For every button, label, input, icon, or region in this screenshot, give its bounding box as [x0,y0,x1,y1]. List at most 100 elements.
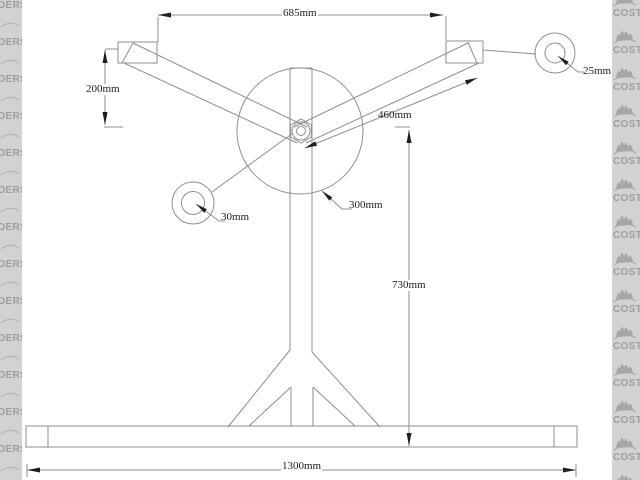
watermark-tile: COST [612,471,640,480]
watermark-logo-icon [613,326,637,340]
watermark-tile: DERS [0,408,22,445]
watermark-text-fragment: DERS [0,259,22,270]
watermark-swoosh-icon [0,244,20,250]
dimension-label-arm-length: 460mm [378,109,412,121]
left-roller-link [211,132,294,193]
watermark-tile: COST [612,101,640,138]
watermark-tile: COST [612,286,640,323]
watermark-tile: COST [612,397,640,434]
watermark-tile: COST [612,249,640,286]
dimension-label-top-width: 685mm [282,7,318,19]
watermark-tile: DERS [0,149,22,186]
watermark-text-fragment: COST [613,230,640,241]
watermark-logo-icon [613,67,637,81]
watermark-tile: COST [612,323,640,360]
watermark-text-fragment: COST [613,378,640,389]
watermark-text-fragment: COST [613,267,640,278]
watermark-swoosh-icon [0,22,20,28]
dimension-label-column-height: 730mm [391,279,427,291]
watermark-logo-icon [613,363,637,377]
watermark-text-fragment: COST [613,156,640,167]
right-roller-25mm [534,32,576,74]
right-roller-link [482,49,537,55]
right-arm-end-plate [445,40,484,64]
dimension-arrows [27,12,576,473]
watermark-tile: COST [612,0,640,27]
watermark-text-fragment: DERS [0,296,22,307]
watermark-text-fragment: COST [613,415,640,426]
watermark-text-fragment: DERS [0,148,22,159]
watermark-text-fragment: COST [613,8,640,19]
watermark-text-fragment: COST [613,304,640,315]
left-roller-30mm [171,181,215,225]
watermark-text-fragment: DERS [0,0,22,11]
structure-lines [25,32,578,448]
watermark-tile: DERS [0,371,22,408]
watermark-logo-icon [613,30,637,44]
watermark-text-fragment: COST [613,341,640,352]
leader-300mm [321,190,352,210]
watermark-logo-icon [613,252,637,266]
watermark-tile: DERS [0,260,22,297]
watermark-tile: COST [612,27,640,64]
watermark-text-fragment: DERS [0,74,22,85]
watermark-swoosh-icon [0,170,20,176]
watermark-logo-icon [617,475,632,480]
hub-hex-boss [290,118,312,144]
watermark-text-fragment: DERS [0,222,22,233]
watermark-tile: COST [612,434,640,471]
watermark-text-fragment: COST [613,82,640,93]
dimension-label-base-width: 1300mm [281,460,323,472]
watermark-swoosh-icon [0,429,20,435]
watermark-logo-icon [613,178,637,192]
watermark-text-fragment: DERS [0,185,22,196]
dimension-label-left-roller: 30mm [221,211,250,223]
watermark-swoosh-icon [0,207,20,213]
watermark-tile: COST [612,212,640,249]
watermark-text-fragment: COST [613,119,640,130]
watermark-tile: DERS [0,1,22,38]
dimension-label-hub-diameter: 300mm [349,199,383,211]
left-arm-end-plate [117,41,158,64]
watermark-logo-icon [613,437,637,451]
watermark-tile: COST [612,175,640,212]
watermark-tile: COST [612,138,640,175]
watermark-swoosh-icon [0,392,20,398]
watermark-logo-icon [613,400,637,414]
base-plate [25,425,578,448]
watermark-tile: DERS [0,38,22,75]
hub-disc-300mm [236,67,364,195]
watermark-tile: DERS [0,445,22,480]
watermark-swoosh-icon [0,96,20,102]
watermark-text-fragment: DERS [0,370,22,381]
watermark-logo-icon [613,104,637,118]
watermark-tile: DERS [0,223,22,260]
watermark-swoosh-icon [0,281,20,287]
watermark-swoosh-icon [0,133,20,139]
dimension-label-right-roller: 25mm [583,65,612,77]
watermark-text-fragment: DERS [0,333,22,344]
dimension-label-left-drop: 200mm [85,83,121,95]
watermark-text-fragment: COST [613,193,640,204]
watermark-logo-icon [613,0,637,7]
left-watermark-strip: DERS DERS DERS DERS DERS DERS DERS DERS DERS DERS… [0,0,22,480]
right-watermark-strip: COST COST COST COST COST COST COST COST COST COST… [612,0,640,480]
watermark-logo-icon [613,141,637,155]
watermark-logo-icon [613,215,637,229]
watermark-text-fragment: DERS [0,111,22,122]
watermark-text-fragment: DERS [0,407,22,418]
watermark-text-fragment: COST [613,45,640,56]
watermark-logo-icon [613,289,637,303]
watermark-swoosh-icon [0,466,20,472]
watermark-text-fragment: DERS [0,37,22,48]
watermark-text-fragment: COST [613,452,640,463]
watermark-text-fragment: DERS [0,444,22,455]
watermark-tile: COST [612,360,640,397]
watermark-swoosh-icon [0,318,20,324]
watermark-tile: DERS [0,112,22,149]
watermark-tile: DERS [0,297,22,334]
watermark-tile: DERS [0,186,22,223]
